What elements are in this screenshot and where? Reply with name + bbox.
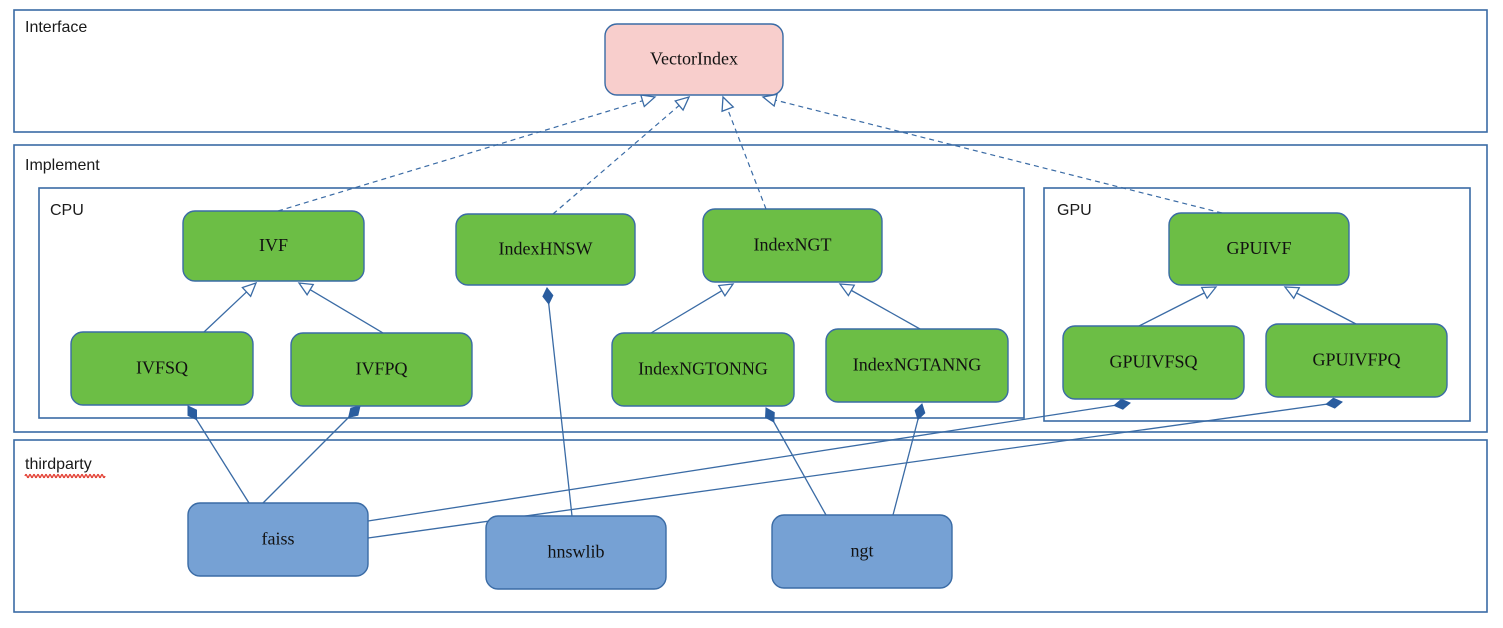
inheritance-arrowhead-icon [717,283,735,298]
node-ivfsq[interactable]: IVFSQ [70,331,254,406]
inheritance-arrowhead-icon [639,94,657,108]
node-shape-ivf[interactable] [182,210,365,282]
node-label-ngt: ngt [850,541,873,561]
edge-indexngtonng-indexngt [650,290,723,334]
edges-layer [187,99,1357,539]
node-label-faiss: faiss [262,529,295,549]
edge-ivf-vectorindex [277,100,643,212]
node-gpuivfsq[interactable]: GPUIVFSQ [1062,325,1245,400]
composition-diamond-icon [542,287,554,305]
node-label-indexngt: IndexNGT [754,235,832,255]
composition-diamond-icon [1113,398,1131,410]
container-label-gpu: GPU [1057,202,1092,219]
node-indexngt[interactable]: IndexNGT [702,208,883,283]
node-shape-indexngt[interactable] [702,208,883,283]
edge-hnswlib-indexhnsw [546,287,573,517]
node-shape-ivfpq[interactable] [290,332,473,407]
inheritance-arrowhead-icon [297,282,315,297]
node-label-gpuivfpq: GPUIVFPQ [1312,350,1400,370]
edge-gpuivfpq-gpuivf [1296,292,1357,325]
inheritance-arrowhead-icon [721,95,735,113]
composition-diamond-icon [348,405,361,418]
node-shape-gpuivfpq[interactable] [1265,323,1448,398]
edge-gpuivf-vectorindex [775,99,1223,214]
inheritance-arrowhead-icon [1283,286,1301,300]
inheritance-arrowhead-icon [1200,286,1218,300]
node-indexngtanng[interactable]: IndexNGTANNG [825,328,1009,403]
container-label-implement: Implement [25,157,100,174]
node-shape-gpuivfsq[interactable] [1062,325,1245,400]
edge-ivfsq-ivf [203,291,247,333]
container-label-cpu: CPU [50,202,84,219]
composition-diamond-icon [1325,397,1343,409]
node-label-indexhnsw: IndexHNSW [499,239,593,259]
node-hnswlib[interactable]: hnswlib [485,515,667,590]
edge-indexngtanng-indexngt [851,289,921,330]
node-shape-indexngtanng[interactable] [825,328,1009,403]
node-label-indexngtonng: IndexNGTONNG [638,359,768,379]
composition-diamond-icon [187,405,198,421]
inheritance-arrowhead-icon [838,283,856,297]
node-shape-indexhnsw[interactable] [455,213,636,286]
edge-faiss-ivfpq [262,405,361,504]
spellcheck-underline-icon [24,473,106,479]
node-shape-ivfsq[interactable] [70,331,254,406]
node-label-ivfsq: IVFSQ [136,358,188,378]
node-shape-hnswlib[interactable] [485,515,667,590]
node-label-gpuivf: GPUIVF [1226,238,1291,258]
node-shape-gpuivf[interactable] [1168,212,1350,286]
node-shape-faiss[interactable] [187,502,369,577]
node-gpuivf[interactable]: GPUIVF [1168,212,1350,286]
node-ivfpq[interactable]: IVFPQ [290,332,473,407]
node-shape-indexngtonng[interactable] [611,332,795,407]
node-shape-vectorindex[interactable] [604,23,784,96]
node-label-ivfpq: IVFPQ [355,359,407,379]
composition-diamond-icon [765,407,775,423]
edge-ngt-indexngtonng [765,407,827,516]
inheritance-arrowhead-icon [674,95,691,112]
node-gpuivfpq[interactable]: GPUIVFPQ [1265,323,1448,398]
node-ngt[interactable]: ngt [771,514,953,589]
composition-diamond-icon [914,403,926,421]
inheritance-arrowhead-icon [241,281,258,298]
node-indexhnsw[interactable]: IndexHNSW [455,213,636,286]
edge-indexhnsw-vectorindex [552,105,680,215]
container-label-thirdparty: thirdparty [25,456,92,473]
node-shape-ngt[interactable] [771,514,953,589]
node-label-gpuivfsq: GPUIVFSQ [1109,352,1197,372]
edge-faiss-ivfsq [187,405,250,504]
container-label-interface: Interface [25,19,87,36]
edge-gpuivfsq-gpuivf [1138,292,1205,327]
node-label-ivf: IVF [259,235,288,255]
edge-ivfpq-ivf [309,289,384,334]
node-label-hnswlib: hnswlib [547,542,604,562]
node-vectorindex[interactable]: VectorIndex [604,23,784,96]
node-faiss[interactable]: faiss [187,502,369,577]
edge-faiss-gpuivfsq [367,402,1131,522]
node-label-indexngtanng: IndexNGTANNG [853,355,982,375]
node-label-vectorindex: VectorIndex [650,49,738,69]
node-ivf[interactable]: IVF [182,210,365,282]
edge-markers-layer [187,93,1343,423]
edge-ngt-indexngtanng [892,403,923,516]
node-indexngtonng[interactable]: IndexNGTONNG [611,332,795,407]
